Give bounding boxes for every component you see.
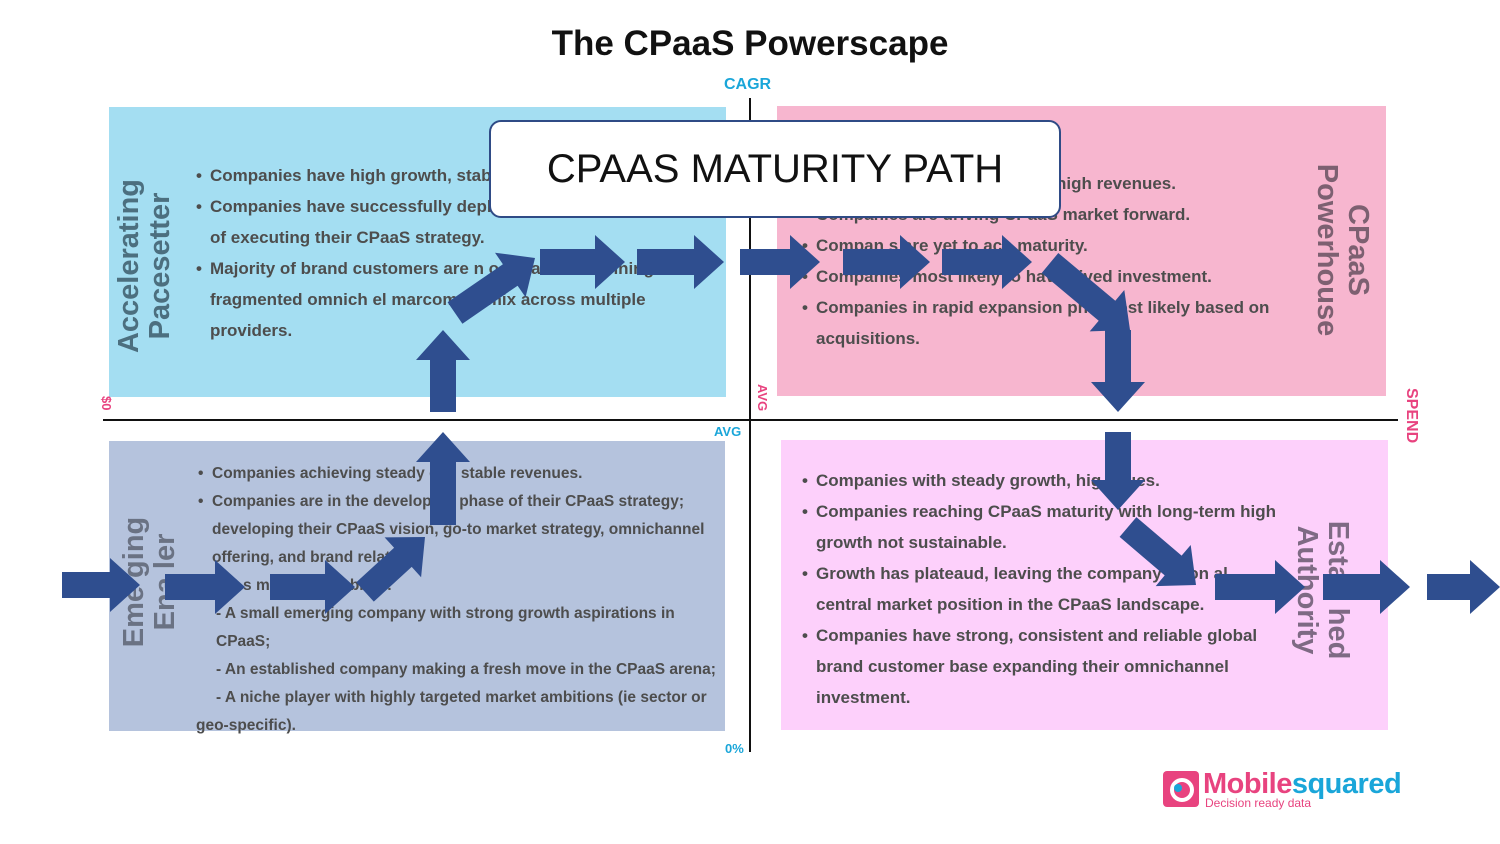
path-arrow-14 (1091, 330, 1145, 412)
page-title: The CPaaS Powerscape (551, 24, 949, 63)
axis-label-left: $0 (99, 396, 114, 411)
bullet-item: Companies have high growth, stab (196, 160, 696, 191)
path-arrow-12 (942, 235, 1032, 289)
bullet-item: Companies achieving steady g h, stable r… (198, 460, 718, 488)
mobilesquared-logo: Mobilesquared Decision ready data (1163, 768, 1423, 810)
axis-label-top: CAGR (724, 76, 772, 93)
bullet-item: Growth has plateaud, leaving the company… (802, 558, 1282, 620)
sub-item: - An established company making a fresh … (216, 661, 716, 678)
logo-wordmark: Mobilesquared (1203, 768, 1402, 801)
path-arrow-10 (740, 235, 820, 289)
path-arrow-18 (1323, 560, 1410, 614)
axis-label-center-horizontal: AVG (714, 424, 742, 439)
path-arrow-19 (1427, 560, 1500, 614)
path-arrow-2 (165, 560, 245, 614)
sub-item-tail: geo-specific). (196, 717, 296, 734)
axis-label-bottom: 0% (725, 741, 744, 756)
path-arrow-11 (843, 235, 930, 289)
path-arrow-16 (1119, 517, 1196, 587)
path-arrow-7 (447, 252, 535, 324)
logo-wordmark-part2: squared (1291, 768, 1402, 800)
path-arrow-1 (62, 558, 140, 612)
quadrant-text-established-authority: Companies with steady growth, hig enues.… (802, 465, 1282, 713)
path-arrow-8 (540, 235, 625, 289)
bullet-item: Companies with steady growth, hig enues. (802, 465, 1282, 496)
bullet-item: Companies reaching CPaaS maturity with l… (802, 496, 1282, 558)
path-arrow-4 (356, 537, 425, 602)
sub-item: - A niche player with highly targeted ma… (216, 689, 707, 706)
path-arrow-13 (1041, 253, 1130, 332)
logo-tagline: Decision ready data (1205, 796, 1312, 810)
path-arrow-15 (1091, 432, 1145, 510)
axis-label-right: SPEND (1403, 388, 1420, 444)
sub-item: - A small emerging company with strong g… (216, 605, 675, 650)
logo-wordmark-part1: Mobile (1203, 768, 1292, 800)
axis-label-center-vertical: AVG (755, 384, 770, 412)
mobilesquared-logo-icon (1163, 771, 1199, 807)
path-arrow-9 (637, 235, 724, 289)
bullet-item: Companies in rapid expansion pha most li… (802, 292, 1292, 354)
bullet-item: Companies have strong, consistent and re… (802, 620, 1282, 713)
maturity-path-banner: CPAAS MATURITY PATH (489, 120, 1061, 218)
path-arrow-17 (1215, 560, 1305, 614)
path-arrow-3 (270, 560, 355, 614)
path-arrow-6 (416, 330, 470, 412)
path-arrow-5 (416, 432, 470, 525)
